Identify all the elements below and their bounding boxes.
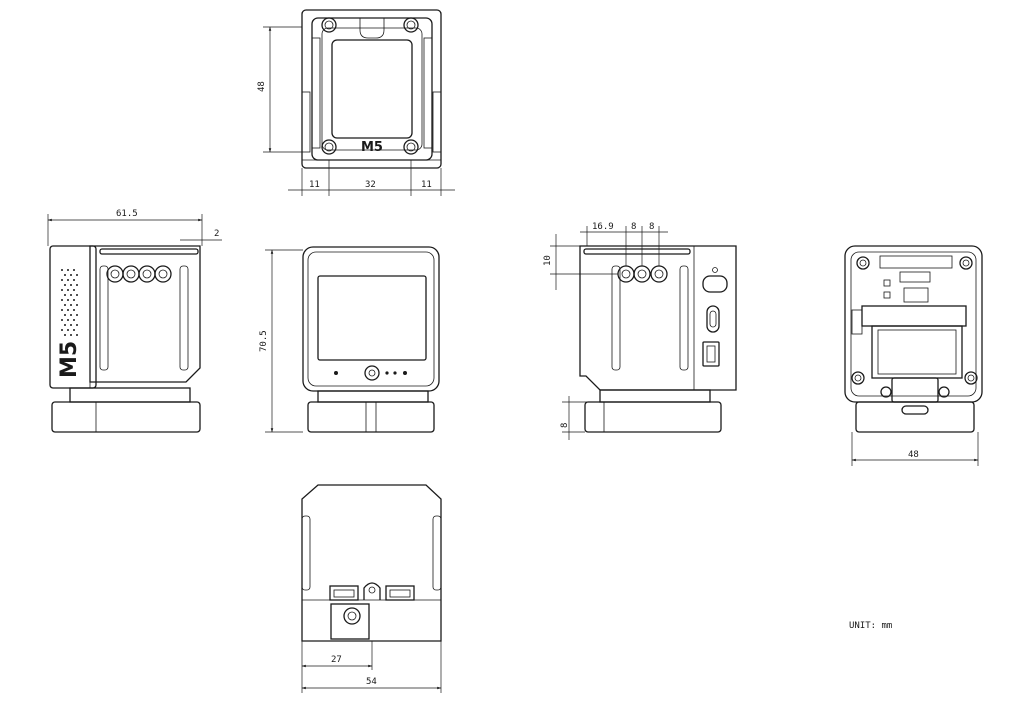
- dim-top-left-margin: 11: [309, 180, 320, 190]
- side-dimensions: 61.5 2: [47, 209, 222, 246]
- grille-dot: [73, 309, 75, 311]
- speaker-grille: [61, 269, 78, 336]
- grille-dot: [67, 279, 69, 281]
- dim-rear-base-height: 8: [560, 423, 570, 428]
- dim-rear-top-offset: 10: [543, 255, 553, 266]
- top-view: M5: [301, 9, 442, 169]
- grille-dot: [61, 309, 63, 311]
- top-dimensions: 48 11 32 11: [257, 26, 455, 196]
- grove-port-left-icon: [329, 585, 359, 601]
- grille-dot: [67, 289, 69, 291]
- dim-rear-connector-offset: 16.9: [592, 222, 614, 232]
- right-dimensions: 48: [851, 432, 979, 466]
- grille-dot: [61, 279, 63, 281]
- dim-right-width: 48: [908, 450, 919, 460]
- grille-dot: [67, 269, 69, 271]
- grille-dot: [67, 299, 69, 301]
- grille-dot: [76, 284, 78, 286]
- grille-dot: [70, 314, 72, 316]
- grille-dot: [73, 279, 75, 281]
- grille-dot: [64, 324, 66, 326]
- grove-port-right-icon: [385, 585, 415, 601]
- grille-dot: [61, 289, 63, 291]
- grille-dot: [61, 299, 63, 301]
- bottom-dimensions: 27 54: [301, 641, 442, 693]
- grille-dot: [64, 284, 66, 286]
- dim-top-right-margin: 11: [421, 180, 432, 190]
- bottom-usb-icon: [901, 405, 929, 415]
- grille-dot: [70, 284, 72, 286]
- front-dimensions: 70.5: [259, 249, 303, 433]
- grille-dot: [73, 329, 75, 331]
- grille-dot: [61, 329, 63, 331]
- screw-icon: [343, 607, 361, 625]
- top-logo: M5: [361, 140, 383, 155]
- dim-top-height: 48: [257, 81, 267, 92]
- grille-dot: [64, 274, 66, 276]
- grille-dot: [61, 269, 63, 271]
- grille-dot: [76, 334, 78, 336]
- dim-rear-pitch-1: 8: [631, 222, 636, 232]
- grille-dot: [76, 274, 78, 276]
- right-view-internal: [844, 245, 983, 433]
- grille-dot: [73, 299, 75, 301]
- grille-dot: [64, 334, 66, 336]
- grille-dot: [73, 269, 75, 271]
- grille-dot: [61, 319, 63, 321]
- grille-dot: [70, 324, 72, 326]
- unit-label: UNIT: mm: [849, 621, 892, 631]
- dim-side-depth: 61.5: [116, 209, 138, 219]
- dim-bottom-offset: 27: [331, 655, 342, 665]
- grille-dot: [73, 319, 75, 321]
- grille-dot: [67, 319, 69, 321]
- power-button-icon: [702, 275, 728, 293]
- grille-dot: [73, 289, 75, 291]
- grille-dot: [64, 294, 66, 296]
- side-logo: M5: [57, 341, 82, 378]
- grille-dot: [64, 314, 66, 316]
- grille-dot: [70, 274, 72, 276]
- grille-dot: [67, 309, 69, 311]
- grille-dot: [70, 294, 72, 296]
- dim-top-center-span: 32: [365, 180, 376, 190]
- grille-dot: [76, 294, 78, 296]
- grille-dot: [67, 329, 69, 331]
- usb-c-port-icon: [706, 305, 720, 333]
- rear-dimensions: 16.9 8 8 10 8: [543, 222, 668, 440]
- grille-dot: [76, 314, 78, 316]
- side-view-left: M5: [49, 245, 201, 433]
- grille-dot: [70, 334, 72, 336]
- grove-port-icon: [702, 341, 720, 367]
- bottom-view: [301, 484, 442, 642]
- grille-dot: [70, 304, 72, 306]
- dim-rear-pitch-2: 8: [649, 222, 654, 232]
- dim-side-offset: 2: [214, 229, 219, 239]
- dim-bottom-width: 54: [366, 677, 377, 687]
- grille-dot: [76, 304, 78, 306]
- dim-front-height: 70.5: [259, 330, 269, 352]
- grille-dot: [76, 324, 78, 326]
- grille-dot: [64, 304, 66, 306]
- front-view: [302, 246, 440, 433]
